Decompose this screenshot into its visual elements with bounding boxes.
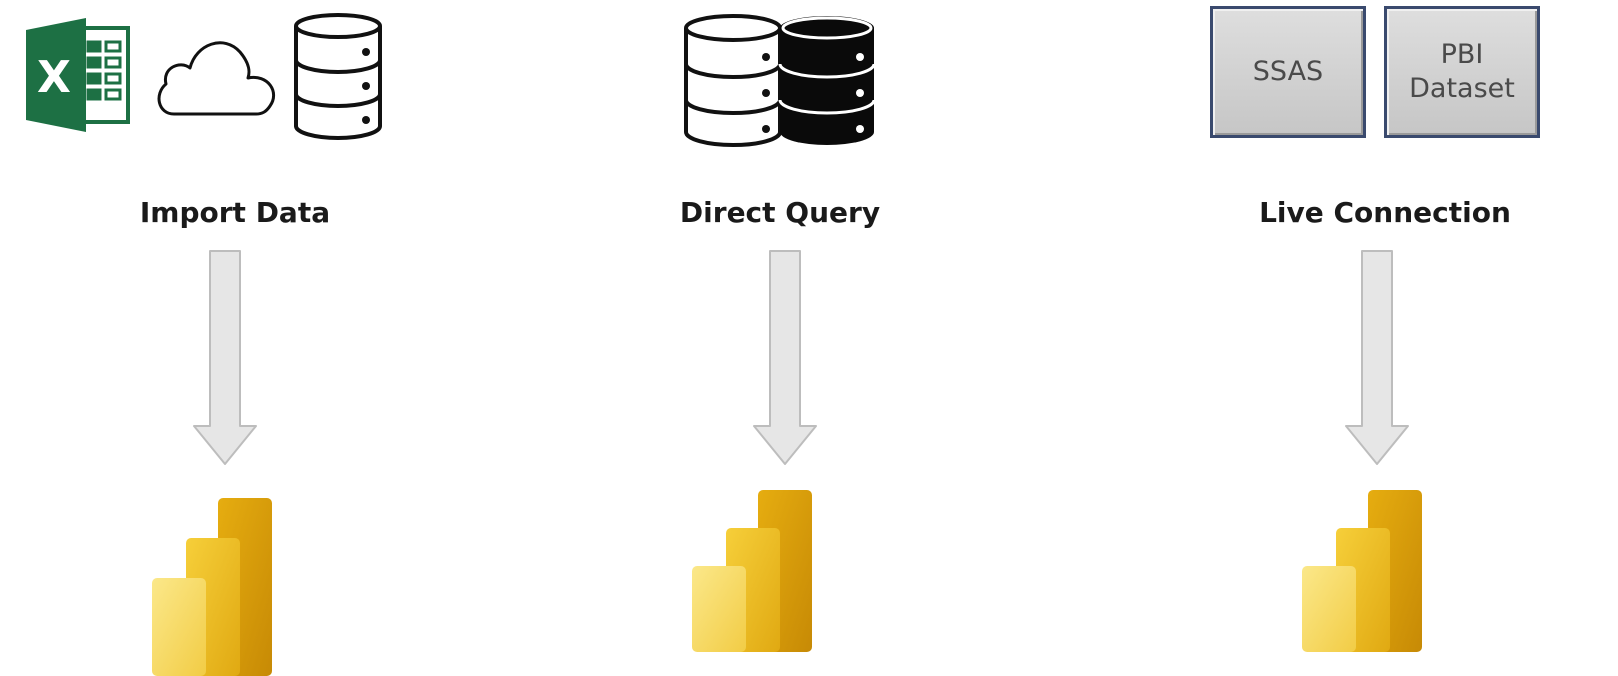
cloud-icon: [157, 41, 276, 116]
direct-query-label: Direct Query: [679, 196, 881, 229]
database-outline-icon: [684, 14, 782, 147]
ssas-box: SSAS: [1210, 6, 1366, 138]
down-arrow-icon: [753, 250, 817, 465]
pbi-dataset-box: PBI Dataset: [1384, 6, 1540, 138]
down-arrow-icon: [193, 250, 257, 465]
ssas-box-label: SSAS: [1252, 56, 1324, 88]
power-bi-icon: [692, 490, 812, 652]
import-data-label: Import Data: [139, 196, 331, 229]
database-icon: [294, 13, 382, 140]
excel-icon: X: [26, 18, 130, 132]
svg-text:X: X: [37, 52, 71, 103]
power-bi-icon: [152, 498, 272, 676]
pbi-dataset-box-label: PBI Dataset: [1409, 39, 1515, 104]
power-bi-icon: [1302, 490, 1422, 652]
down-arrow-icon: [1345, 250, 1409, 465]
live-connection-label: Live Connection: [1259, 196, 1511, 229]
database-filled-icon: [778, 16, 876, 145]
